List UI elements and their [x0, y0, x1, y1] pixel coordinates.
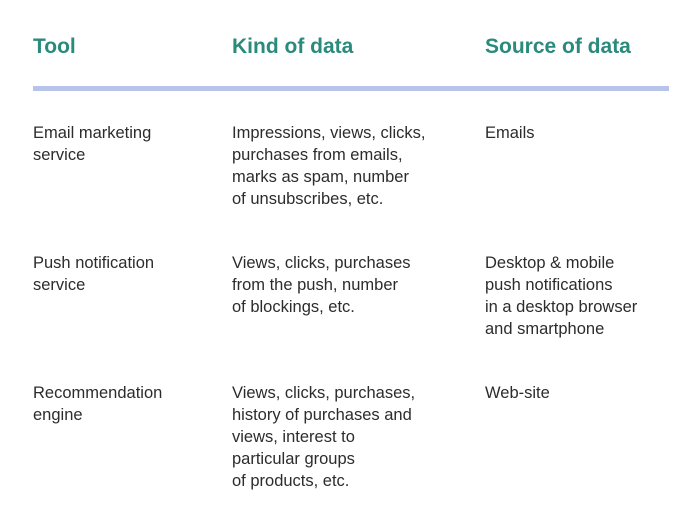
header-kind-of-data: Kind of data: [232, 35, 354, 58]
cell-tool: Recommendation engine: [33, 384, 163, 424]
cell-kind-of-data: Views, clicks, purchases, history of pur…: [232, 384, 416, 490]
header-divider: [33, 86, 669, 91]
cell-kind-of-data: Views, clicks, purchases from the push, …: [232, 254, 411, 316]
cell-tool: Email marketing service: [33, 124, 152, 164]
cell-tool: Push notification service: [33, 254, 155, 294]
cell-kind-of-data: Impressions, views, clicks, purchases fr…: [232, 124, 426, 208]
header-source-of-data: Source of data: [485, 35, 631, 58]
cell-source-of-data: Emails: [485, 124, 535, 142]
cell-source-of-data: Desktop & mobile push notifications in a…: [485, 254, 638, 338]
cell-source-of-data: Web-site: [485, 384, 550, 402]
header-tool: Tool: [33, 35, 76, 58]
